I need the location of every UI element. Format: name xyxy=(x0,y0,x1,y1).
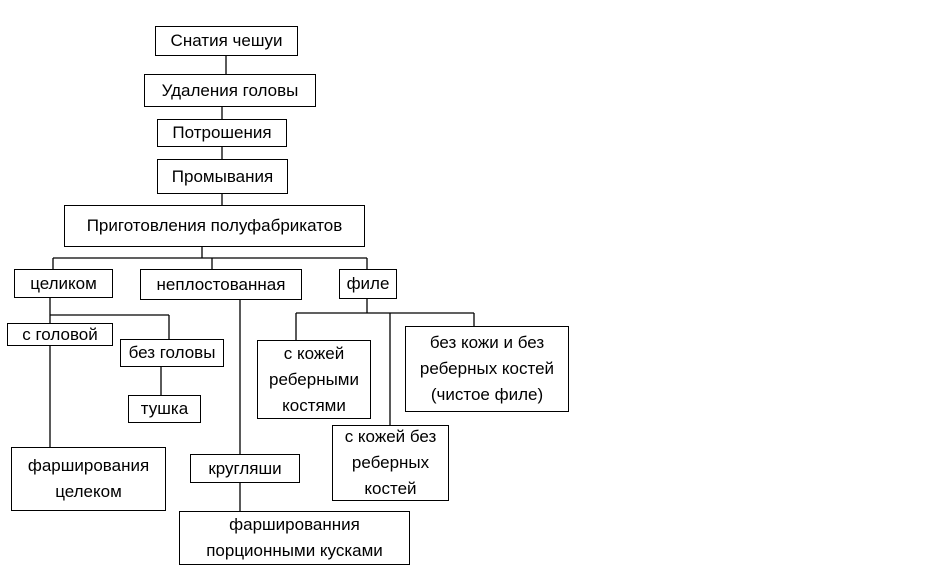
node-whole-label: целиком xyxy=(30,273,97,293)
node-gutting: Потрошения xyxy=(157,119,287,147)
node-semi-finished-label: Приготовления полуфабрикатов xyxy=(86,216,343,235)
node-rounds-label: кругляши xyxy=(208,458,282,478)
node-skin-no-rib-bones-line-1: с кожей без xyxy=(344,427,437,446)
node-washing: Промывания xyxy=(157,159,288,194)
node-scale-removal-label: Снатия чешуи xyxy=(170,31,283,50)
node-clean-fillet-line-1: без кожи и без xyxy=(429,333,545,352)
node-carcass-label: тушка xyxy=(140,399,189,418)
node-head-removal-label: Удаления головы xyxy=(161,80,299,100)
node-skin-rib-bones-line-3: костями xyxy=(282,395,346,415)
node-clean-fillet-line-2: реберных костей xyxy=(419,359,555,378)
node-skin-rib-bones-line-1: с кожей xyxy=(283,343,345,363)
node-skin-rib-bones-line-2: реберными xyxy=(269,369,359,389)
node-semi-finished: Приготовления полуфабрикатов xyxy=(64,205,365,247)
node-gutting-label: Потрошения xyxy=(172,123,272,142)
node-fillet: филе xyxy=(339,269,397,299)
node-skin-no-rib-bones: с кожей без реберных костей xyxy=(332,425,449,501)
node-with-head: с головой xyxy=(7,323,113,346)
node-skin-rib-bones: с кожей реберными костями xyxy=(257,340,371,419)
node-stuffed-portions-line-2: порционными кусками xyxy=(206,541,383,560)
node-stuffed-portions-line-1: фаршированния xyxy=(229,515,360,534)
node-with-head-label: с головой xyxy=(22,324,98,344)
node-rounds: кругляши xyxy=(190,454,300,483)
node-scale-removal: Снатия чешуи xyxy=(155,26,298,56)
node-carcass: тушка xyxy=(128,395,201,423)
node-without-head-label: без головы xyxy=(128,343,216,362)
node-unfilleted-label: неплостованная xyxy=(156,274,286,294)
node-whole: целиком xyxy=(14,269,113,298)
node-skin-no-rib-bones-line-3: костей xyxy=(364,479,417,498)
node-without-head: без головы xyxy=(120,339,224,367)
node-clean-fillet-line-3: (чистое филе) xyxy=(430,385,544,404)
node-washing-label: Промывания xyxy=(171,166,274,186)
node-head-removal: Удаления головы xyxy=(144,74,316,107)
node-stuffed-portions: фаршированния порционными кусками xyxy=(179,511,410,565)
node-clean-fillet: без кожи и без реберных костей (чистое ф… xyxy=(405,326,569,412)
node-fillet-label: филе xyxy=(346,274,390,293)
node-unfilleted: неплостованная xyxy=(140,269,302,300)
node-skin-no-rib-bones-line-2: реберных xyxy=(351,453,430,472)
node-stuffed-whole: фарширования целеком xyxy=(11,447,166,511)
node-stuffed-whole-line-2: целеком xyxy=(55,482,122,501)
node-stuffed-whole-line-1: фарширования xyxy=(27,456,150,475)
